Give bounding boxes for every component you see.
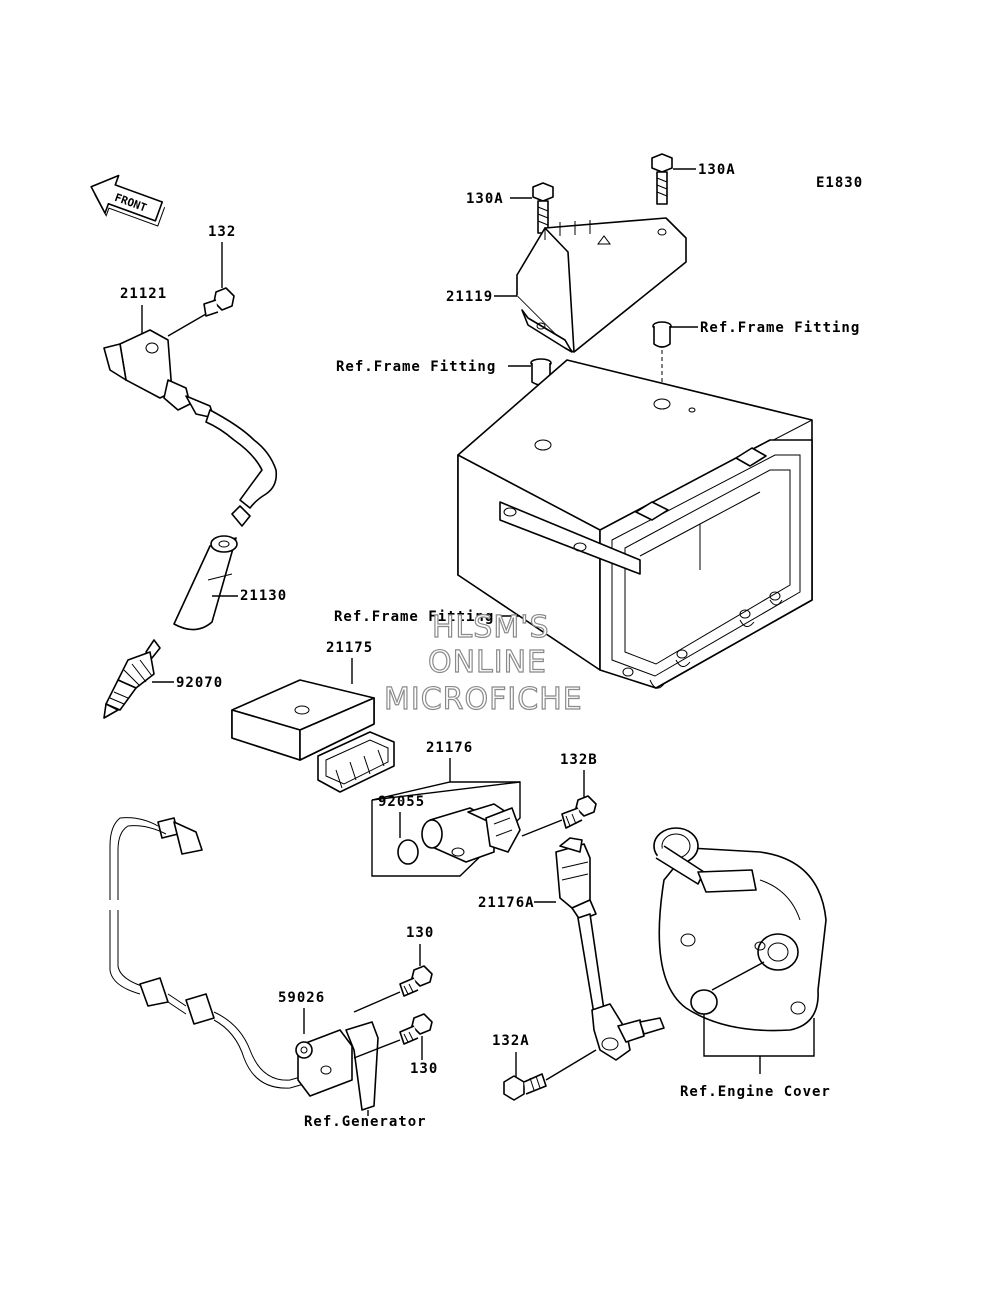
label-bolt-132b: 132B — [560, 752, 598, 768]
diagram-code: E1830 — [816, 175, 863, 191]
watermark-line-1: HLSM'S — [432, 610, 550, 645]
regulator-icon — [516, 217, 687, 353]
label-ref-frame-right: Ref.Frame Fitting — [700, 320, 860, 336]
label-bolt-132a: 132A — [492, 1033, 530, 1049]
label-pickup-coil: 59026 — [278, 990, 325, 1006]
watermark-line-3: MICROFICHE — [384, 682, 583, 717]
engine-cover-bracket — [703, 1014, 815, 1074]
sensor-group-frame — [371, 781, 521, 877]
label-sensor: 21176 — [426, 740, 473, 756]
label-plug-cap: 21130 — [240, 588, 287, 604]
bolt-132b-icon — [561, 795, 597, 829]
label-o-ring: 92055 — [378, 794, 425, 810]
label-bolt-130-top: 130 — [406, 925, 434, 941]
bolt-132-icon — [203, 287, 235, 317]
spark-plug-icon — [103, 639, 161, 719]
sensor-a-icon — [555, 837, 665, 1061]
igniter-icon — [231, 679, 395, 793]
label-ref-engine-cover: Ref.Engine Cover — [680, 1084, 831, 1100]
label-ignition-coil: 21121 — [120, 286, 167, 302]
watermark-line-2: ONLINE — [428, 645, 547, 680]
label-130a-left: 130A — [466, 191, 504, 207]
bolt-130a-left-icon — [532, 182, 554, 234]
sensor-icon — [421, 803, 521, 863]
bolt-130a-right-icon — [651, 153, 673, 205]
label-sensor-a: 21176A — [478, 895, 535, 911]
plug-cap-icon — [173, 535, 238, 631]
battery-case-icon — [457, 359, 813, 689]
label-regulator: 21119 — [446, 289, 493, 305]
o-ring-icon — [397, 839, 419, 865]
watermark: HLSM'S ONLINE MICROFICHE — [383, 609, 583, 717]
bolt-130-bottom-icon — [399, 1013, 433, 1045]
engine-cover-o-ring-icon — [690, 989, 718, 1015]
bolt-130-top-icon — [399, 965, 433, 997]
label-ref-generator: Ref.Generator — [304, 1114, 427, 1130]
ignition-coil-icon — [103, 329, 278, 527]
pickup-coil-icon — [295, 1021, 379, 1111]
label-130a-right: 130A — [698, 162, 736, 178]
label-ref-frame-mid: Ref.Frame Fitting — [334, 609, 494, 625]
label-bolt-130-bottom: 130 — [410, 1061, 438, 1077]
wiring-harness-icon — [109, 817, 305, 1089]
engine-cover-icon — [653, 827, 827, 1032]
front-arrow-icon: FRONT — [90, 174, 166, 227]
bolt-132a-icon — [503, 1073, 547, 1101]
label-spark-plug: 92070 — [176, 675, 223, 691]
label-bolt-132: 132 — [208, 224, 236, 240]
label-ref-frame-left: Ref.Frame Fitting — [336, 359, 496, 375]
frame-fitting-right-icon — [652, 321, 672, 348]
label-igniter: 21175 — [326, 640, 373, 656]
